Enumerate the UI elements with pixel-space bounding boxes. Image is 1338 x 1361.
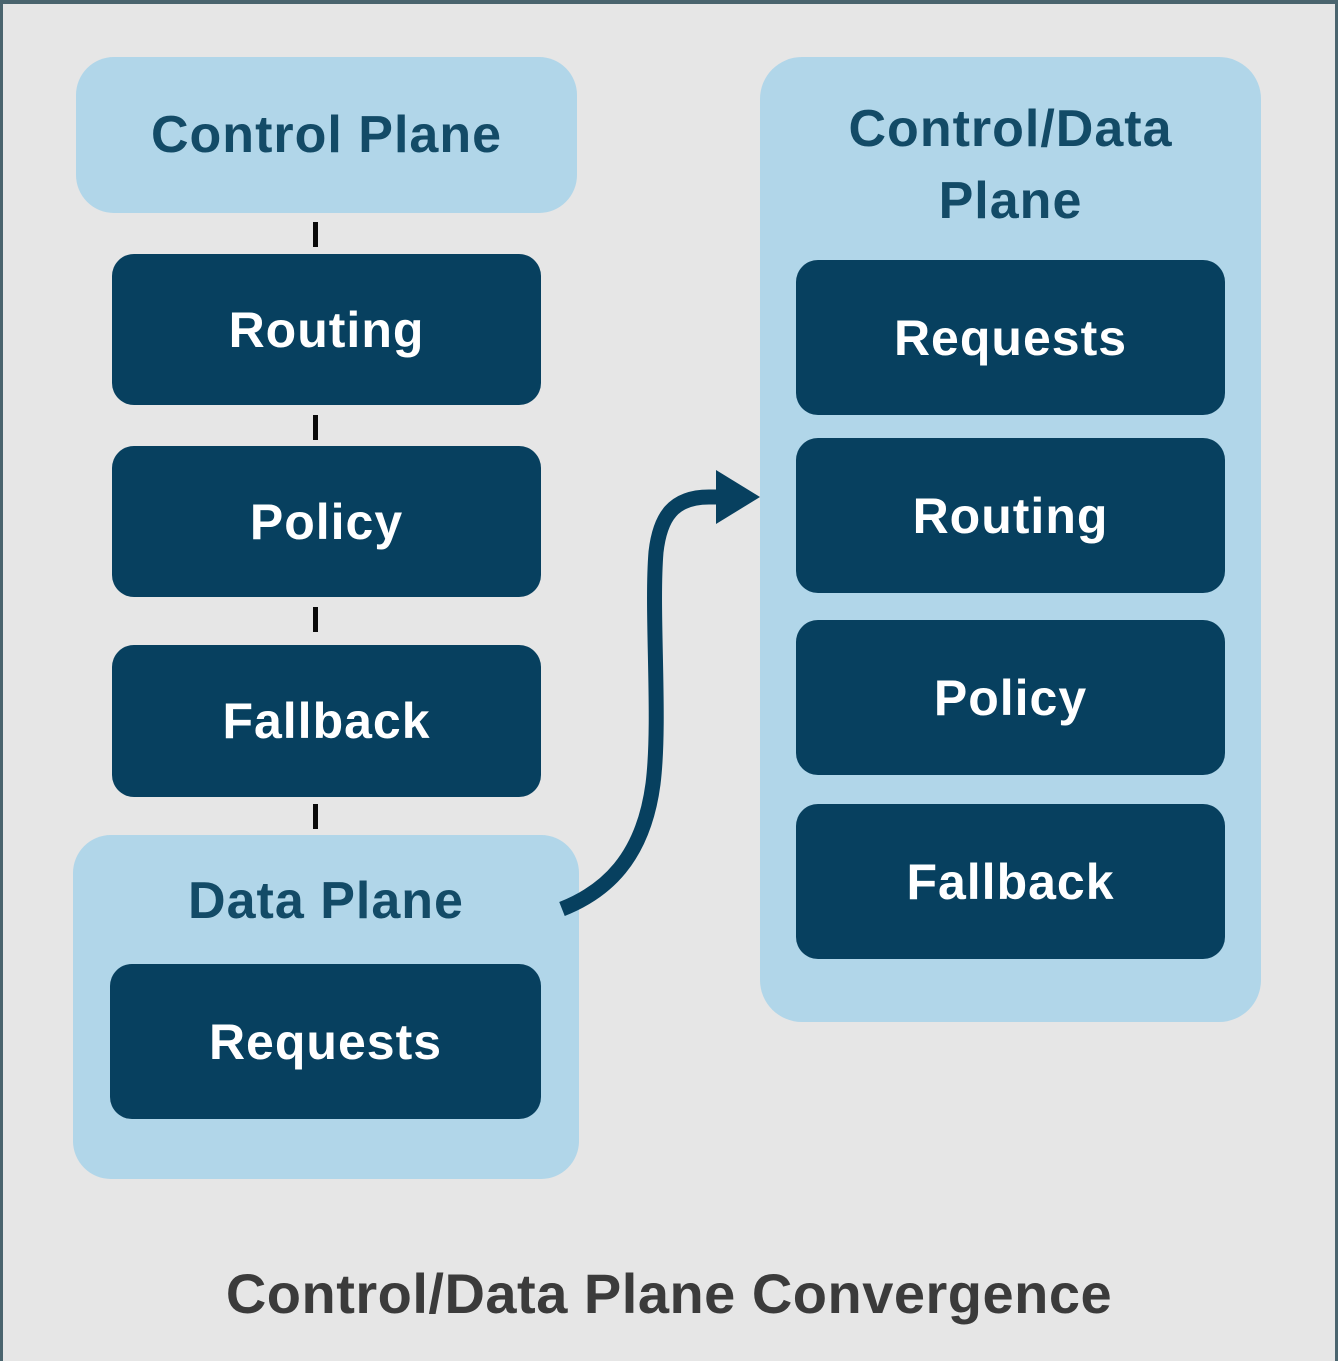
node-label: Routing <box>912 487 1109 544</box>
node-label: Fallback <box>222 693 431 749</box>
left-policy-node: Policy <box>112 446 541 597</box>
dashed-connector <box>313 222 318 247</box>
left-requests-node: Requests <box>110 964 541 1119</box>
diagram-caption: Control/Data Plane Convergence <box>225 1262 1113 1325</box>
right-policy-node: Policy <box>796 620 1225 775</box>
converged-plane-panel: Control/Data Plane Requests Routing Poli… <box>760 57 1261 1022</box>
control-plane-title: Control Plane <box>150 106 503 164</box>
converged-plane-title: Control/Data Plane <box>760 93 1261 237</box>
node-label: Requests <box>208 1013 443 1070</box>
node-label: Requests <box>893 309 1128 366</box>
dashed-connector <box>313 607 318 632</box>
converged-plane-title-line1: Control/Data <box>848 100 1173 158</box>
right-routing-node: Routing <box>796 438 1225 593</box>
node-label: Policy <box>249 493 404 550</box>
dashed-connector <box>313 415 318 440</box>
dashed-connector <box>313 804 318 829</box>
right-requests-node: Requests <box>796 260 1225 415</box>
convergence-arrow-path <box>559 489 716 916</box>
control-plane-panel: Control Plane <box>76 57 577 213</box>
right-fallback-node: Fallback <box>796 804 1225 959</box>
converged-plane-title-line2: Plane <box>938 172 1083 230</box>
node-label: Routing <box>228 301 425 358</box>
arrowhead-icon <box>716 470 760 524</box>
left-routing-node: Routing <box>112 254 541 405</box>
node-label: Policy <box>933 669 1088 726</box>
node-label: Fallback <box>906 853 1115 910</box>
left-fallback-node: Fallback <box>112 645 541 797</box>
data-plane-title: Data Plane <box>188 872 464 930</box>
data-plane-panel: Data Plane Requests <box>73 835 579 1179</box>
